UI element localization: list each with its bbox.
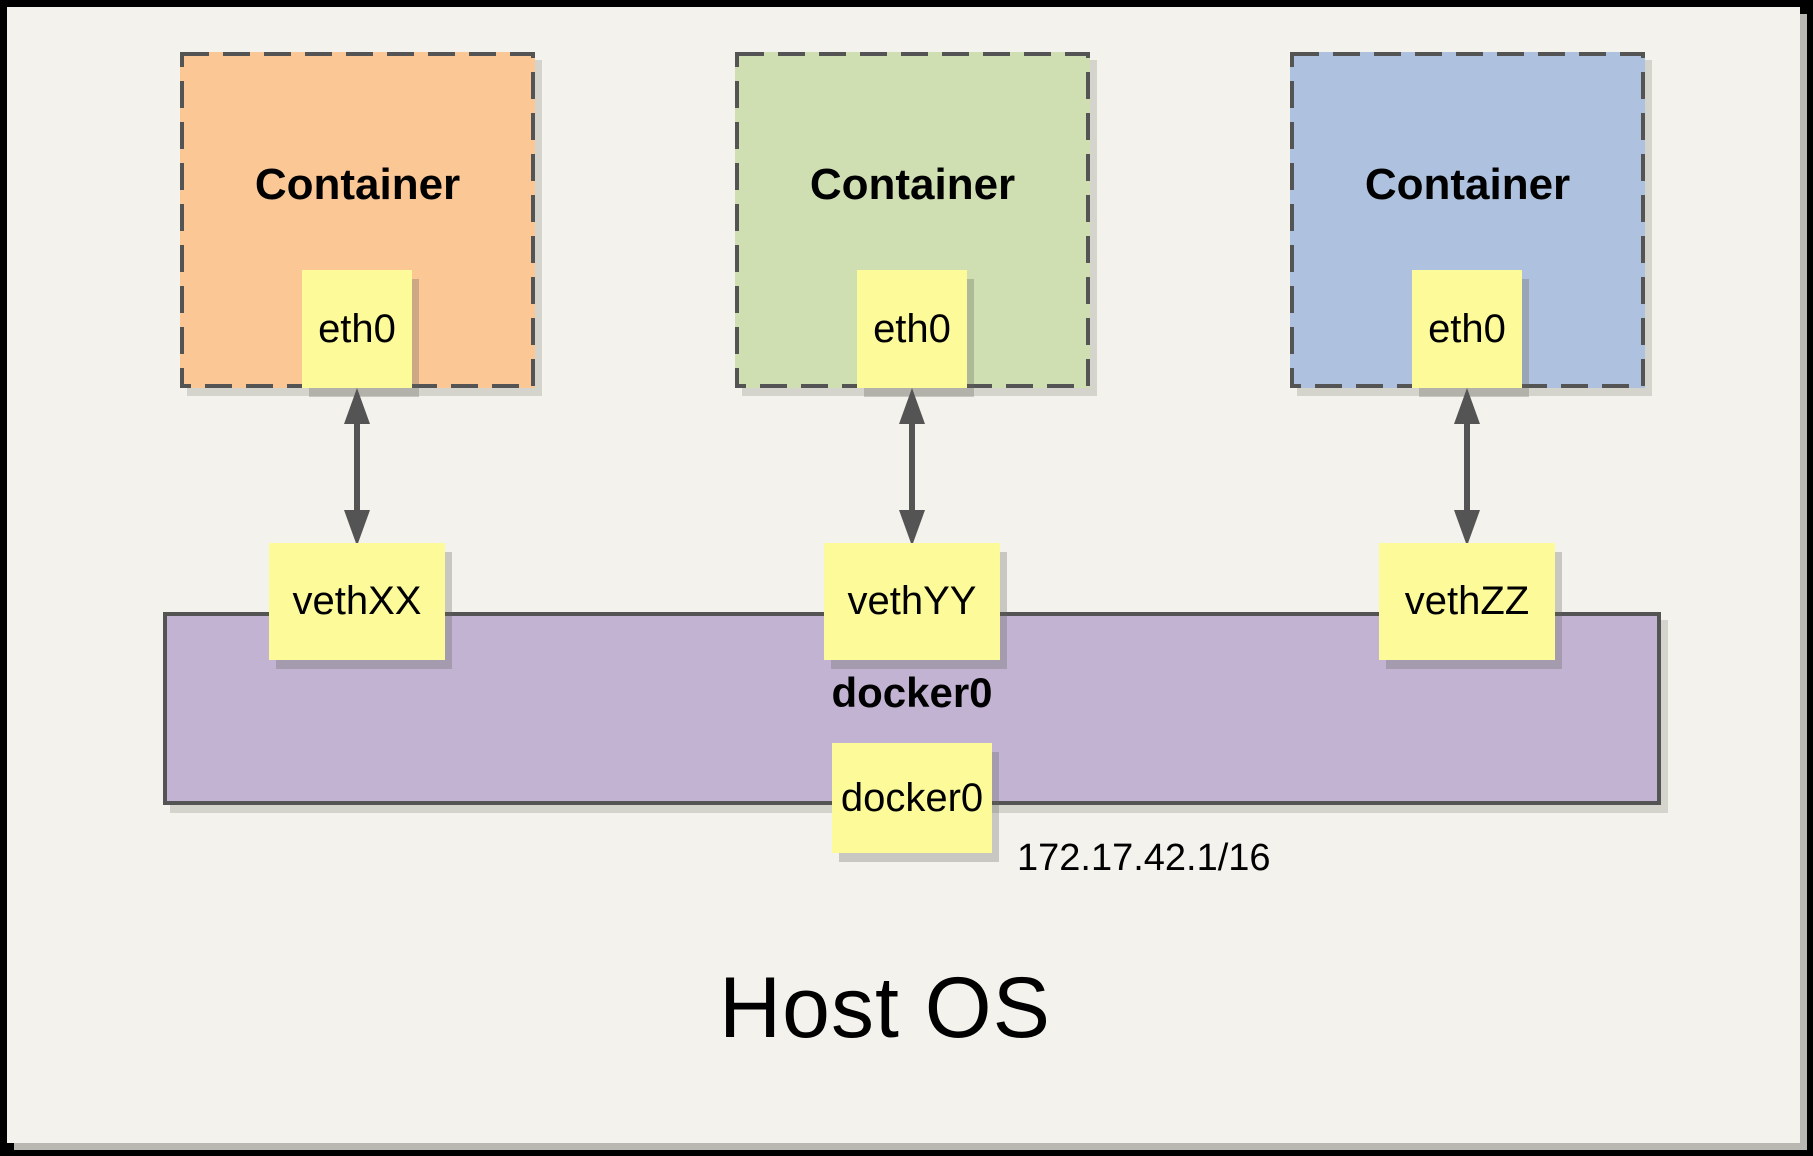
vethxx-box: vethXX <box>269 543 445 660</box>
docker0-ip-address: 172.17.42.1/16 <box>1017 837 1271 879</box>
container-1-eth0-box: eth0 <box>302 270 412 388</box>
vethyy-label: vethYY <box>847 579 977 623</box>
docker0-interface-label: docker0 <box>840 775 984 820</box>
container-3-eth0-label: eth0 <box>1428 306 1506 351</box>
vethzz-label: vethZZ <box>1404 579 1530 623</box>
host-os-label: Host OS <box>719 960 1051 1056</box>
host-os-panel: Container eth0 Container eth0 Container … <box>7 7 1800 1143</box>
container-2-eth0-label: eth0 <box>873 306 951 351</box>
eth0-vethzz-arrow <box>1454 388 1480 546</box>
container-box-1: Container eth0 <box>180 52 535 388</box>
vethzz-box: vethZZ <box>1379 543 1555 660</box>
vethyy-box: vethYY <box>824 543 1000 660</box>
container-3-label: Container <box>1364 160 1571 209</box>
vethxx-label: vethXX <box>292 579 422 623</box>
eth0-vethyy-arrow <box>899 388 925 546</box>
container-2-label: Container <box>809 160 1016 209</box>
container-1-eth0-label: eth0 <box>318 306 396 351</box>
container-box-2: Container eth0 <box>735 52 1090 388</box>
docker0-interface-box: docker0 <box>832 743 992 853</box>
eth0-vethxx-arrow <box>344 388 370 546</box>
container-1-label: Container <box>254 160 461 209</box>
container-2-eth0-box: eth0 <box>857 270 967 388</box>
container-3-eth0-box: eth0 <box>1412 270 1522 388</box>
container-box-3: Container eth0 <box>1290 52 1645 388</box>
docker0-bridge-label: docker0 <box>831 669 993 716</box>
